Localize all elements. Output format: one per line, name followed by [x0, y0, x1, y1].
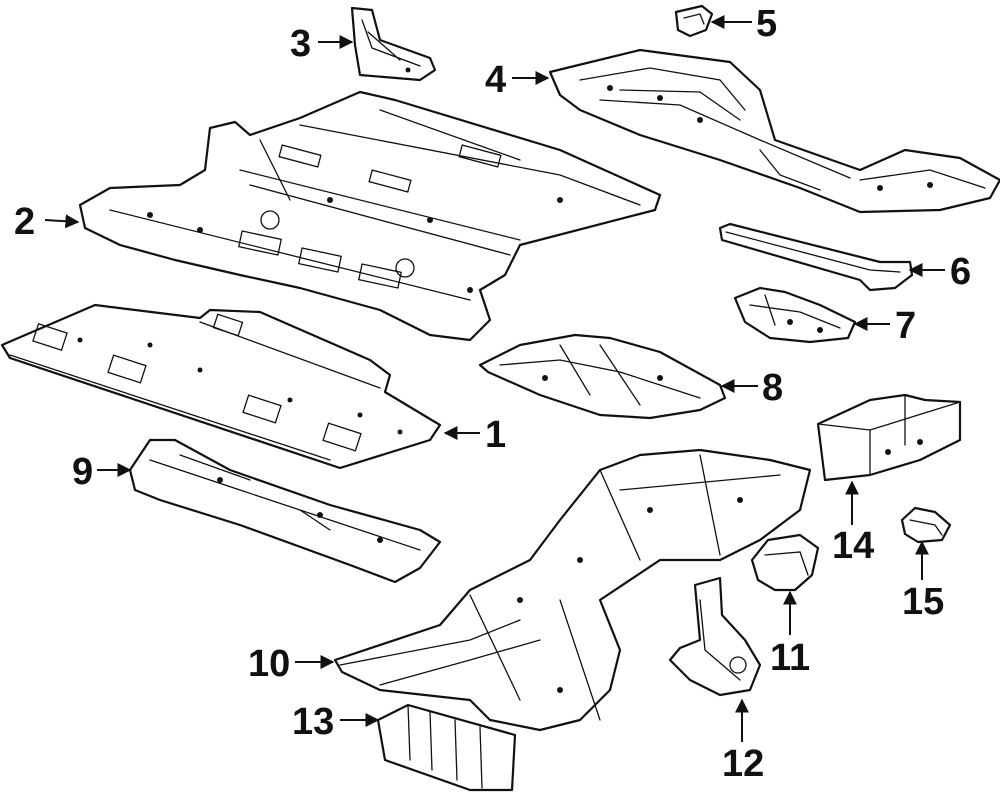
callout-7: 7 [895, 305, 916, 347]
part-8-rear-floor-section [478, 333, 727, 420]
callout-10: 10 [248, 643, 290, 685]
callout-13: 13 [292, 701, 334, 743]
callout-6: 6 [950, 251, 971, 293]
callout-11: 11 [770, 637, 810, 679]
part-13-panel [376, 703, 517, 792]
callout-15: 15 [902, 581, 944, 623]
part-2-floor-pan [78, 90, 662, 342]
part-15-bracket [900, 506, 952, 544]
callout-2: 2 [14, 201, 35, 243]
part-5-clip [674, 4, 714, 38]
callout-labels: 1 2 3 4 5 6 7 8 9 10 11 12 13 14 15 [14, 3, 971, 785]
part-7-bracket [733, 286, 857, 344]
part-3-bracket [350, 6, 437, 82]
leader-lines [44, 15, 945, 742]
leader-2 [44, 214, 80, 229]
part-10-front-frame-assembly [333, 448, 812, 732]
callout-5: 5 [756, 3, 777, 45]
callout-1: 1 [485, 414, 506, 456]
callout-4: 4 [485, 59, 506, 101]
callout-14: 14 [832, 525, 874, 567]
part-14-frame-rail-section [816, 393, 962, 482]
callout-3: 3 [290, 23, 311, 65]
part-6-rocker-reinforcement [718, 222, 914, 292]
callout-12: 12 [722, 743, 764, 785]
part-11-bracket [750, 533, 820, 592]
callout-9: 9 [72, 451, 93, 493]
part-1-floor-panel [0, 303, 442, 470]
part-4-rear-floor-extension [548, 48, 1000, 214]
part-12-wheelhouse-panel [668, 576, 762, 697]
callout-8: 8 [762, 367, 783, 409]
part-9-tunnel-reinforcement [128, 438, 442, 584]
